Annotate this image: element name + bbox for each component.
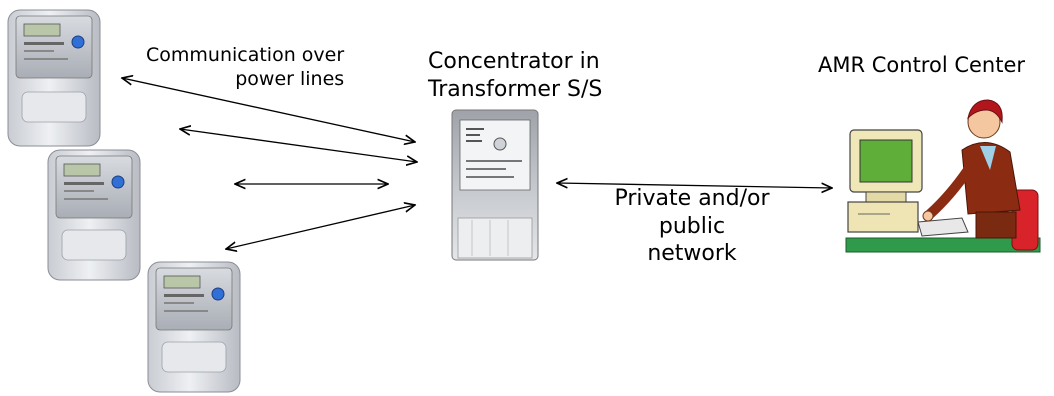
control-center-label: AMR Control Center bbox=[818, 53, 1026, 77]
meter-2-icon bbox=[47, 149, 141, 281]
network-label: Private and/or public network bbox=[612, 185, 772, 268]
concentrator-label: Concentrator in Transformer S/S bbox=[428, 48, 602, 103]
communication-label-line2: power lines bbox=[235, 67, 345, 90]
concentrator-icon bbox=[451, 109, 539, 261]
arrow-concentrator-control-center bbox=[557, 183, 832, 188]
network-label-line1: Private and/or bbox=[614, 186, 770, 211]
concentrator-label-line2: Transformer S/S bbox=[428, 76, 603, 102]
arrow-meter1b-concentrator bbox=[180, 129, 417, 162]
computer-operator-icon bbox=[845, 99, 1041, 253]
concentrator-label-line1: Concentrator in bbox=[428, 49, 600, 74]
network-label-line3: network bbox=[647, 241, 737, 266]
meter-1-icon bbox=[7, 9, 101, 147]
arrow-meter3-concentrator bbox=[226, 205, 415, 249]
meter-3-icon bbox=[147, 261, 241, 393]
network-label-line2: public bbox=[658, 213, 726, 239]
communication-label: Communication over power lines bbox=[146, 44, 344, 92]
communication-label-line1: Communication over bbox=[146, 44, 345, 66]
